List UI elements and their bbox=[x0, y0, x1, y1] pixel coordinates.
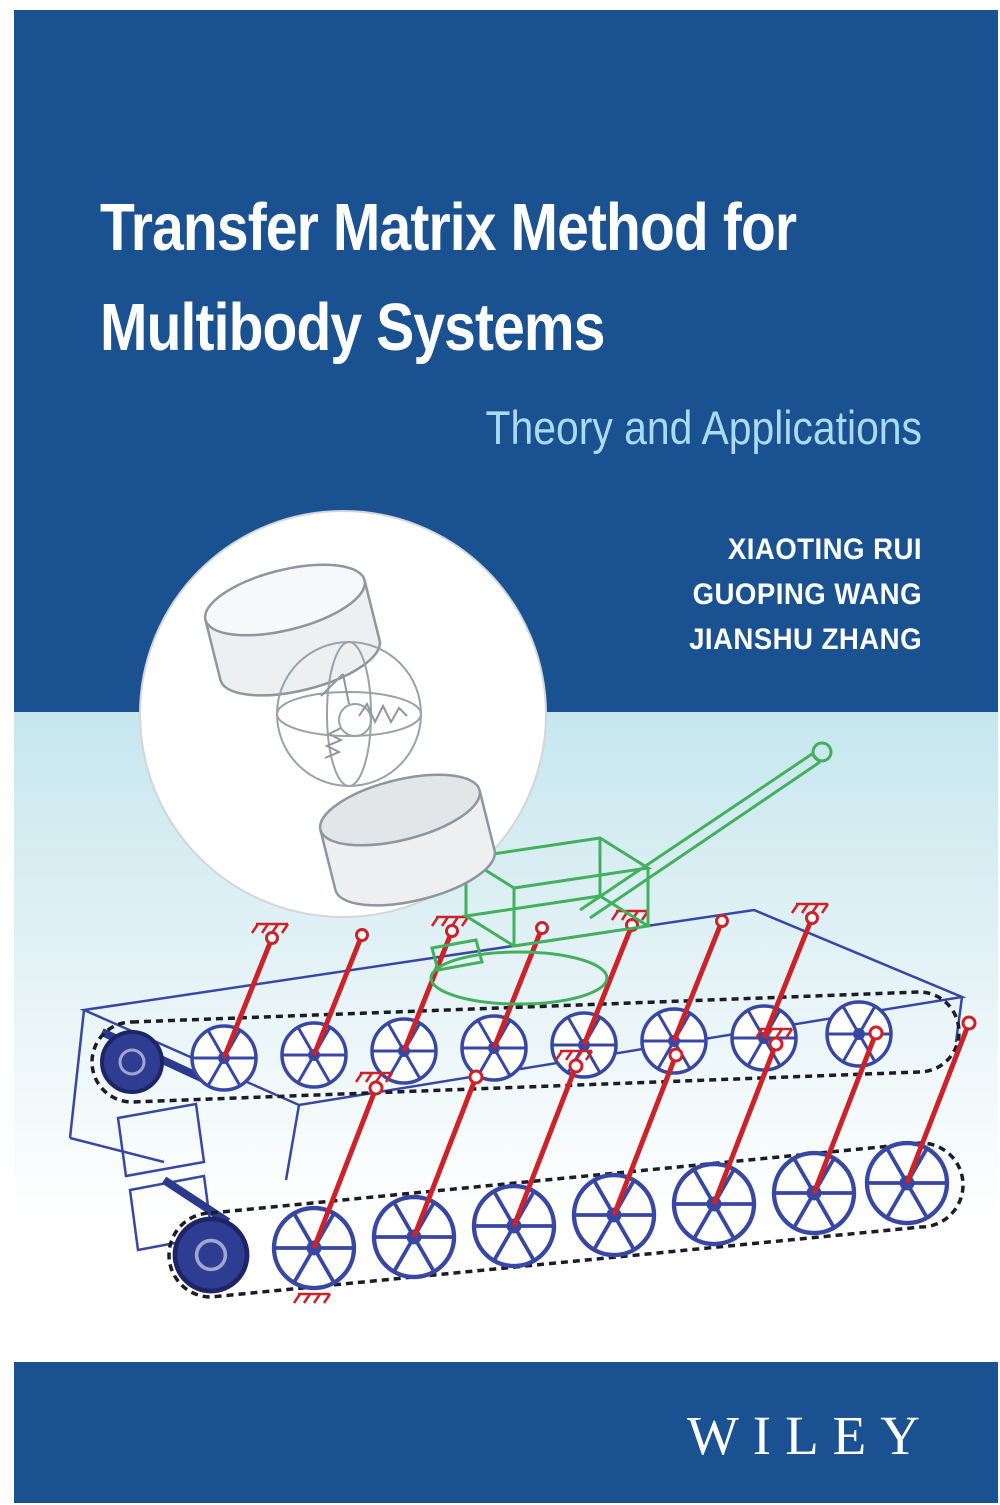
near-strut-joints bbox=[368, 1015, 977, 1096]
gun-barrel bbox=[579, 741, 833, 920]
publisher-band: WILEY bbox=[14, 1362, 998, 1503]
book-cover: Transfer Matrix Method for Multibody Sys… bbox=[14, 10, 998, 1503]
bottom-cylinder bbox=[318, 773, 497, 907]
joint-illustration bbox=[137, 508, 549, 920]
author-name: XIAOTING RUI bbox=[727, 533, 922, 566]
tank-turret bbox=[429, 836, 653, 1006]
author-list: XIAOTING RUI GUOPING WANG JIANSHU ZHANG bbox=[322, 527, 922, 662]
title-line-2: Multibody Systems bbox=[100, 290, 605, 365]
tracked-vehicle-wireframe bbox=[68, 741, 977, 1305]
author-name: JIANSHU ZHANG bbox=[689, 623, 922, 656]
far-suspension-struts bbox=[221, 917, 815, 1059]
author-name: GUOPING WANG bbox=[692, 578, 922, 611]
near-suspension-struts bbox=[311, 1022, 972, 1249]
top-cylinder bbox=[203, 563, 382, 697]
near-road-wheels bbox=[175, 1143, 947, 1291]
sphere-wireframe bbox=[276, 641, 422, 787]
far-track bbox=[90, 990, 961, 1104]
book-title: Transfer Matrix Method for Multibody Sys… bbox=[100, 178, 980, 378]
publisher-logo: WILEY bbox=[686, 1405, 934, 1466]
spherical-joint-icon bbox=[139, 510, 547, 918]
near-track bbox=[167, 1141, 965, 1299]
vehicle-illustration bbox=[14, 710, 998, 1370]
title-line-1: Transfer Matrix Method for bbox=[100, 190, 797, 265]
book-subtitle: Theory and Applications bbox=[485, 401, 922, 454]
